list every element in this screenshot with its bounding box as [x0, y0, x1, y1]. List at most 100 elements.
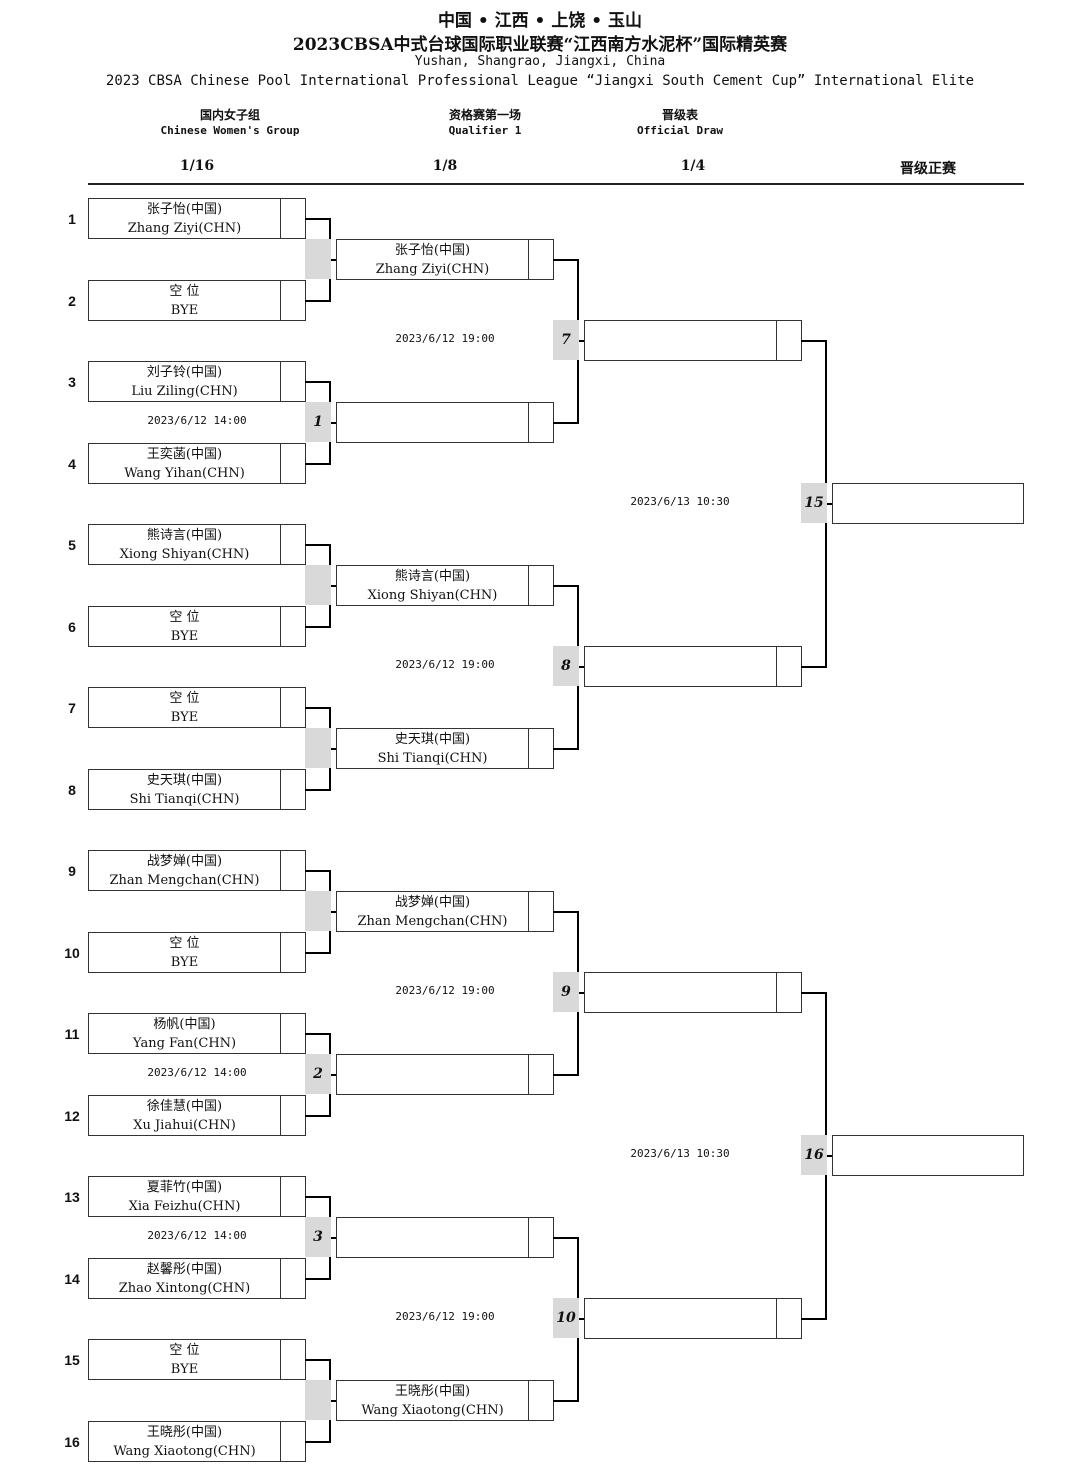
title-event-cn: 2023CBSA中式台球国际职业联赛“江西南方水泥杯”国际精英赛	[292, 35, 788, 55]
bracket-line	[305, 1114, 331, 1117]
player-name: 战梦婵(中国)Zhan Mengchan(CHN)	[89, 851, 281, 890]
match-number: 9	[553, 972, 579, 1013]
qf-player-slot[interactable]	[584, 646, 802, 688]
r8-player-slot[interactable]: 战梦婵(中国)Zhan Mengchan(CHN)	[336, 890, 554, 932]
r16-player-slot[interactable]: 熊诗言(中国) Xiong Shiyan(CHN)	[88, 524, 306, 565]
r16-player-slot[interactable]: 杨帆(中国)Yang Fan(CHN)	[88, 1013, 306, 1054]
r8-player-slot[interactable]	[336, 1216, 554, 1258]
player-name-en: Zhan Mengchan(CHN)	[357, 913, 508, 929]
seed-number: 9	[68, 863, 76, 879]
bracket-line	[577, 992, 585, 995]
player-name-en: Shi Tianqi(CHN)	[129, 791, 240, 807]
r16-player-slot[interactable]: 史天琪(中国) Shi Tianqi(CHN)	[88, 768, 306, 810]
r16-player-slot[interactable]: 张子怡(中国)Zhang Ziyi(CHN)	[88, 198, 306, 239]
player-name-en: BYE	[170, 1362, 199, 1377]
qf-player-slot[interactable]	[584, 320, 802, 362]
player-name	[585, 1299, 777, 1339]
r16-player-slot[interactable]: 夏菲竹(中国) Xia Feizhu(CHN)	[88, 1176, 306, 1217]
r8-player-slot[interactable]: 张子怡(中国)Zhang Ziyi(CHN)	[336, 238, 554, 280]
r16-player-slot[interactable]: 王奕菡(中国)Wang Yihan(CHN)	[88, 442, 306, 484]
qualifier-label: 资格赛第一场 Qualifier 1	[395, 108, 575, 138]
player-name-en: Zhang Ziyi(CHN)	[127, 221, 242, 236]
match-number	[305, 564, 331, 605]
player-name: 杨帆(中国)Yang Fan(CHN)	[89, 1014, 281, 1053]
bracket-line	[553, 584, 579, 587]
seed-number: 10	[64, 944, 80, 961]
player-name-cn: 夏菲竹(中国)	[146, 1180, 223, 1195]
r16-player-slot[interactable]: 徐佳慧(中国)Xu Jiahui(CHN)	[88, 1094, 306, 1136]
bracket-line	[825, 1155, 833, 1158]
match-time: 2023/6/12 19:00	[395, 1310, 495, 1324]
bracket-line	[305, 462, 331, 465]
match-number: 7	[553, 320, 579, 361]
player-name-cn: 空 位	[169, 1343, 200, 1358]
title-location-cn: 中国 • 江西 • 上饶 • 玉山	[437, 11, 643, 31]
player-name	[337, 1054, 529, 1094]
player-name-en: Xiong Shiyan(CHN)	[119, 547, 250, 562]
player-name: 张子怡(中国)Zhang Ziyi(CHN)	[89, 199, 281, 238]
r8-player-slot[interactable]: 王晓彤(中国)Wang Xiaotong(CHN)	[336, 1379, 554, 1421]
title-location-en: Yushan, Shangrao, Jiangxi, China	[414, 54, 666, 69]
match-time: 2023/6/13 10:30	[630, 495, 730, 509]
r8-player-slot[interactable]: 史天琪(中国)Shi Tianqi(CHN)	[336, 727, 554, 769]
bracket-line	[329, 1073, 337, 1076]
player-name: 史天琪(中国) Shi Tianqi(CHN)	[89, 769, 281, 809]
player-name: 王晓彤(中国)Wang Xiaotong(CHN)	[89, 1421, 281, 1461]
player-name-cn: 王晓彤(中国)	[394, 1383, 471, 1399]
bracket-line	[553, 747, 579, 750]
r16-player-slot[interactable]: 空 位 BYE	[88, 1339, 306, 1380]
player-name-cn: 刘子铃(中国)	[146, 365, 223, 380]
seed-number: 1	[68, 211, 76, 227]
player-name-cn: 张子怡(中国)	[394, 242, 471, 258]
match-number	[305, 727, 331, 768]
seed-number: 8	[68, 781, 76, 798]
bracket-line	[305, 788, 331, 791]
qf-player-slot[interactable]	[584, 972, 802, 1014]
bracket-line	[305, 870, 331, 872]
seed-number: 12	[64, 1107, 80, 1124]
match-time: 2023/6/12 19:00	[395, 984, 495, 998]
player-name-cn: 熊诗言(中国)	[146, 528, 223, 543]
r8-player-slot[interactable]	[336, 401, 554, 443]
match-time: 2023/6/12 14:00	[147, 413, 247, 427]
r8-player-slot[interactable]: 熊诗言(中国)Xiong Shiyan(CHN)	[336, 564, 554, 606]
round-header-final: 晋级正赛	[900, 161, 956, 177]
seed-number: 13	[64, 1189, 80, 1205]
qualifier-winner-slot[interactable]	[832, 1135, 1024, 1177]
round-header-r8: 1/8	[432, 158, 458, 174]
bracket-line	[305, 1196, 331, 1198]
qf-player-slot[interactable]	[584, 1298, 802, 1340]
player-name-cn: 空 位	[169, 935, 200, 951]
seed-number: 6	[68, 618, 76, 635]
bracket-line	[305, 1359, 331, 1361]
header-rule	[88, 183, 1024, 185]
draw-label-en: Official Draw	[636, 124, 724, 137]
seed-number: 2	[68, 292, 76, 309]
bracket-line	[329, 1236, 337, 1239]
qualifier-label-en: Qualifier 1	[448, 124, 522, 137]
player-name-cn: 空 位	[169, 691, 200, 706]
bracket-line	[801, 992, 827, 995]
player-name	[585, 647, 777, 687]
player-name	[337, 1217, 529, 1257]
r16-player-slot[interactable]: 王晓彤(中国)Wang Xiaotong(CHN)	[88, 1420, 306, 1462]
bracket-line	[825, 503, 833, 506]
r16-player-slot[interactable]: 赵馨彤(中国)Zhao Xintong(CHN)	[88, 1257, 306, 1299]
player-name-cn: 史天琪(中国)	[146, 772, 223, 788]
match-number: 1	[305, 401, 331, 442]
player-name-cn: 徐佳慧(中国)	[146, 1098, 223, 1114]
qualifier-winner-slot[interactable]	[832, 483, 1024, 525]
player-name-en: Xia Feizhu(CHN)	[128, 1199, 241, 1214]
r16-player-slot[interactable]: 刘子铃(中国)Liu Ziling(CHN)	[88, 361, 306, 402]
bracket-line	[553, 258, 579, 261]
match-number: 16	[801, 1135, 827, 1176]
r16-player-slot[interactable]: 战梦婵(中国)Zhan Mengchan(CHN)	[88, 850, 306, 891]
seed-number: 16	[64, 1433, 80, 1450]
r8-player-slot[interactable]	[336, 1053, 554, 1095]
bracket-line	[329, 910, 337, 913]
player-name: 夏菲竹(中国) Xia Feizhu(CHN)	[89, 1177, 281, 1216]
